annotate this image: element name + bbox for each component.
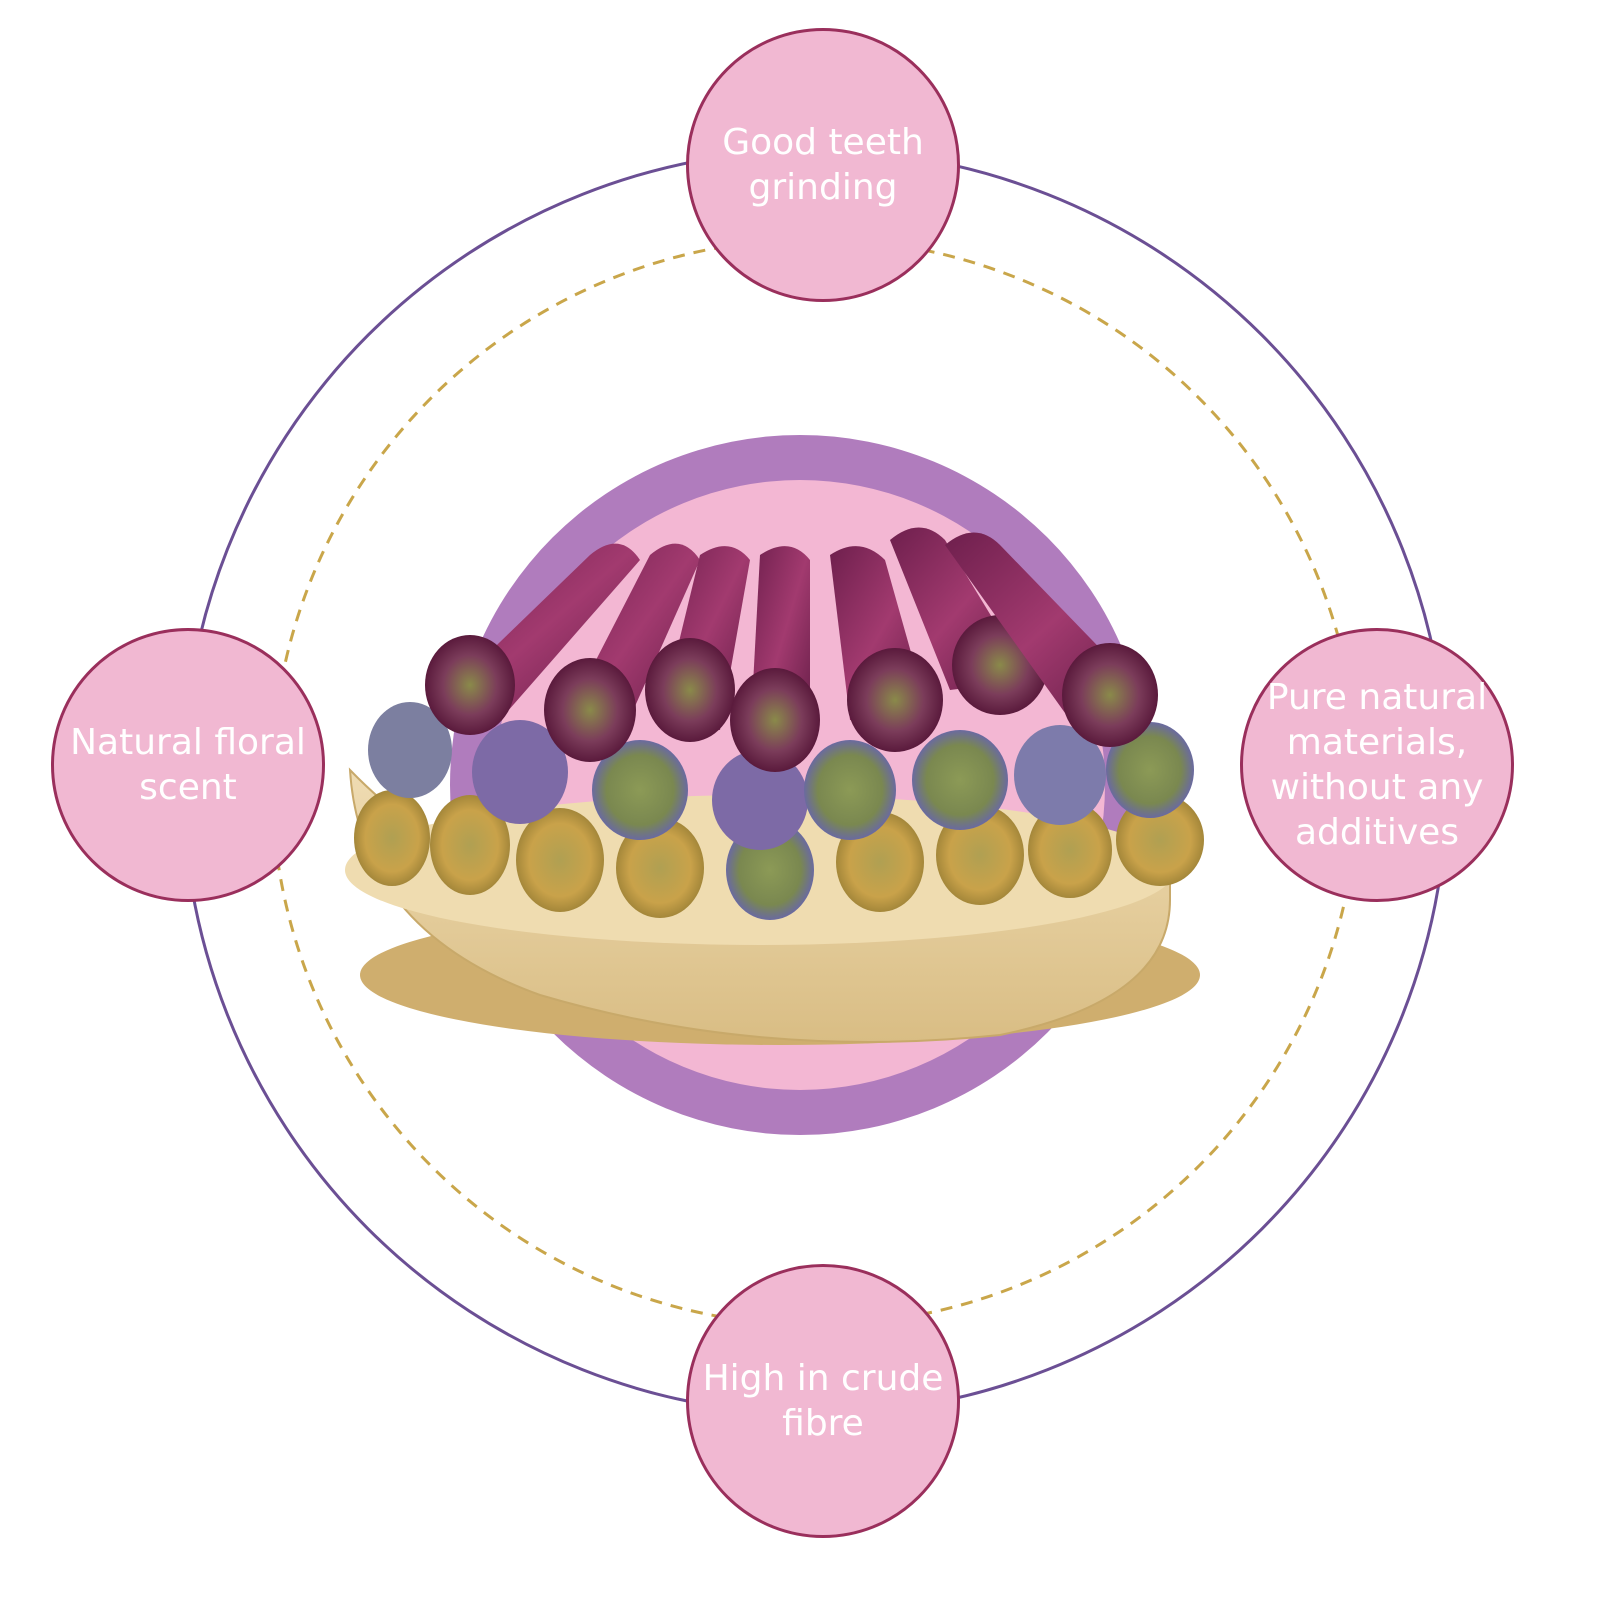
feature-bubble-natural-materials: Pure natural materials, without any addi… (1240, 628, 1514, 902)
lavender-stick (472, 720, 568, 824)
lavender-stick (804, 740, 896, 840)
lavender-stick (912, 730, 1008, 830)
lavender-stick (368, 702, 452, 798)
feature-text-floral-scent: Natural floral scent (70, 722, 306, 808)
feature-bubble-teeth-grinding: Good teeth grinding (686, 28, 960, 302)
rose-stick-layer (425, 527, 1158, 772)
lavender-stick (1106, 722, 1194, 818)
marigold-stick (616, 818, 704, 918)
marigold-stick (936, 805, 1024, 905)
rose-stick (645, 546, 750, 742)
feature-bubble-crude-fibre: High in crude fibre (686, 1264, 960, 1538)
lavender-stick (712, 750, 808, 850)
rose-stick (945, 532, 1158, 747)
rose-stick (544, 543, 700, 762)
lavender-stick (592, 740, 688, 840)
feature-text-crude-fibre: High in crude fibre (702, 1358, 944, 1444)
marigold-stick (516, 808, 604, 912)
feature-bubble-floral-scent: Natural floral scent (51, 628, 325, 902)
marigold-stick (430, 795, 510, 895)
marigold-stick (1028, 802, 1112, 898)
marigold-stick (1116, 794, 1204, 886)
feature-text-natural-materials: Pure natural materials, without any addi… (1266, 677, 1488, 853)
rose-stick (425, 543, 640, 735)
lavender-stick (1014, 725, 1106, 825)
feature-text-teeth-grinding: Good teeth grinding (722, 122, 924, 208)
product-image (345, 527, 1204, 1045)
lavender-stick-layer (368, 702, 1194, 850)
rose-stick (730, 546, 820, 772)
rose-stick (830, 546, 943, 752)
marigold-stick (354, 790, 430, 886)
